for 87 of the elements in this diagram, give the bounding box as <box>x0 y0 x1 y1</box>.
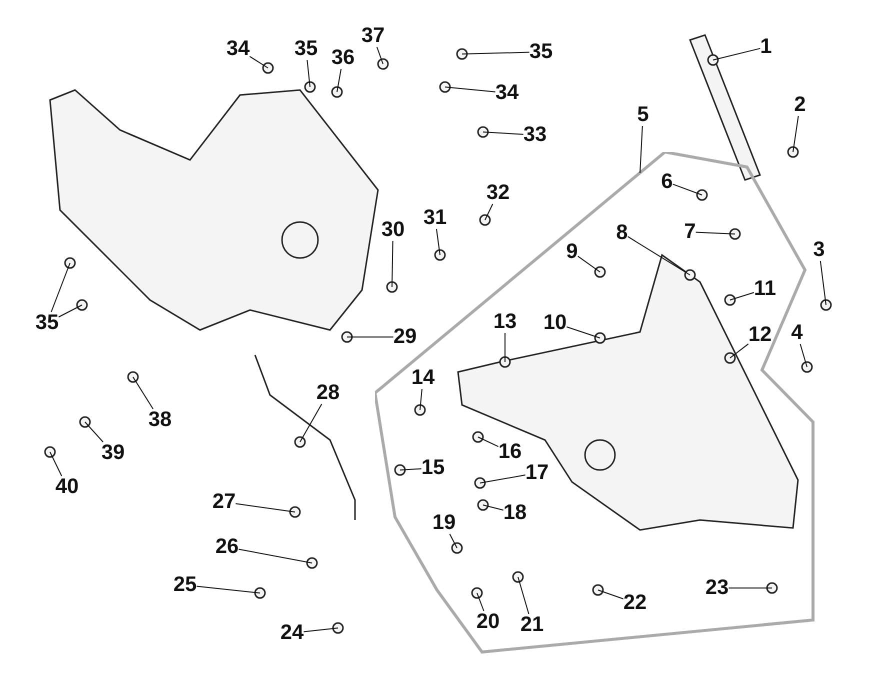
callout-number: 18 <box>503 502 527 524</box>
callout-number: 26 <box>215 536 239 558</box>
callout-number: 13 <box>493 311 517 333</box>
leader-line <box>376 46 384 64</box>
callout-number: 39 <box>101 442 125 464</box>
callout-number: 36 <box>331 47 355 69</box>
leader-line <box>640 126 643 174</box>
leader-line <box>627 236 690 276</box>
callout-number: 11 <box>754 278 776 300</box>
leader-line <box>346 336 394 338</box>
callout-number: 5 <box>637 104 649 126</box>
callout-number: 20 <box>476 611 500 633</box>
leader-line <box>712 48 761 60</box>
leader-line <box>436 228 440 256</box>
callout-number: 6 <box>661 171 673 193</box>
leader-line <box>303 628 338 632</box>
callout-number: 17 <box>525 462 549 484</box>
callout-number: 7 <box>684 221 696 243</box>
leader-line <box>792 116 799 152</box>
leader-line <box>480 474 526 484</box>
callout-number: 35 <box>294 38 318 60</box>
leader-line <box>306 60 310 88</box>
leader-line <box>598 590 624 600</box>
callout-number: 27 <box>212 491 236 513</box>
leader-line <box>800 344 808 368</box>
callout-number: 40 <box>55 476 79 498</box>
leader-line <box>238 548 312 564</box>
callout-number: 35 <box>35 312 59 334</box>
callout-number: 9 <box>566 241 578 263</box>
callout-number: 10 <box>543 312 567 334</box>
leader-line <box>484 204 494 220</box>
callout-number: 37 <box>361 25 385 47</box>
leader-line <box>566 326 600 338</box>
leader-line <box>336 68 342 92</box>
callout-number: 24 <box>280 622 304 644</box>
group-outline <box>375 152 815 654</box>
callout-number: 38 <box>148 409 172 431</box>
leader-line <box>482 504 504 511</box>
leader-line <box>84 422 104 442</box>
callout-number: 1 <box>760 36 772 58</box>
callout-number: 4 <box>791 322 803 344</box>
leader-line <box>672 184 702 196</box>
callout-number: 8 <box>616 222 628 244</box>
leader-line <box>449 534 458 548</box>
callout-number: 29 <box>393 326 417 348</box>
leader-line <box>695 232 736 234</box>
callout-number: 34 <box>226 38 250 60</box>
callout-number: 25 <box>173 574 197 596</box>
leader-line <box>730 343 749 358</box>
callout-number: 16 <box>498 441 522 463</box>
leader-line <box>235 503 296 512</box>
leader-line <box>730 292 754 300</box>
callout-number: 33 <box>523 124 547 146</box>
callout-number: 23 <box>705 577 729 599</box>
leader-line <box>249 56 268 68</box>
callout-number: 32 <box>486 182 510 204</box>
leader-line <box>132 376 154 410</box>
leader-line <box>518 576 530 614</box>
callout-number: 3 <box>813 239 825 261</box>
callout-number: 22 <box>623 592 647 614</box>
leader-line <box>300 404 322 442</box>
leader-line <box>444 86 496 92</box>
callout-number: 12 <box>748 324 772 346</box>
callout-number: 31 <box>423 207 447 229</box>
callout-number: 14 <box>411 367 435 389</box>
leader-line <box>196 586 260 594</box>
leader-line <box>476 592 484 612</box>
leader-line <box>50 452 62 476</box>
callout-number: 19 <box>432 512 456 534</box>
callout-number: 28 <box>316 382 340 404</box>
leader-line <box>478 436 499 448</box>
leader-line <box>462 52 530 54</box>
callout-number: 35 <box>529 41 553 63</box>
leader-line <box>50 262 70 312</box>
leader-line <box>504 332 506 362</box>
callout-number: 2 <box>794 94 806 116</box>
callout-number: 21 <box>520 614 544 636</box>
callout-number: 34 <box>495 82 519 104</box>
leader-line <box>820 260 826 306</box>
leader-line <box>400 468 422 470</box>
leader-line <box>58 304 82 318</box>
leader-line <box>392 240 394 288</box>
leader-line <box>420 388 422 410</box>
leader-line <box>482 132 524 135</box>
callout-number: 30 <box>381 219 405 241</box>
callout-number: 15 <box>421 457 445 479</box>
leader-line <box>577 256 600 272</box>
